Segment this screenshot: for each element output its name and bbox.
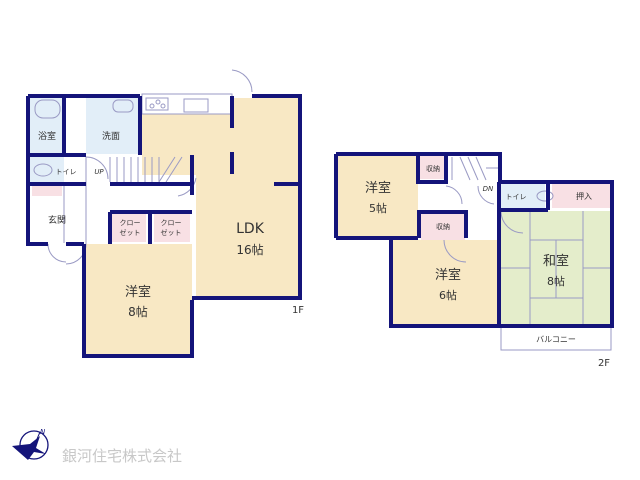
room-size-western-6: 6帖 <box>439 289 457 302</box>
burner-icon <box>155 99 161 105</box>
storage-2-fill <box>421 212 465 240</box>
thin-lines-1f <box>47 69 253 265</box>
stairs-up-label: UP <box>94 168 104 176</box>
room-label-japanese: 和室 <box>543 253 569 269</box>
room-size-japanese: 8帖 <box>547 275 565 288</box>
toilet-fill <box>30 157 64 183</box>
closet-1-label-line2: ゼット <box>120 228 141 237</box>
room-size-western-5: 5帖 <box>369 202 387 215</box>
room-label-washroom: 洗面 <box>102 130 120 142</box>
bird-icon <box>12 436 46 460</box>
compass-logo: N <box>12 428 49 460</box>
room-size-western-1f: 8帖 <box>128 304 148 319</box>
stairs-1f[interactable] <box>109 156 183 183</box>
room-label-ldk: LDK <box>236 221 265 237</box>
toilet-2f-fill <box>501 184 545 208</box>
compass-circle-icon <box>19 430 49 460</box>
storage-1-fill <box>420 155 444 179</box>
western-6-fill <box>393 240 497 324</box>
washroom-fill <box>86 98 138 154</box>
walls-2f <box>334 152 614 328</box>
closet-1-fill <box>112 214 146 242</box>
stairs-down-label: DN <box>483 185 494 193</box>
closet-2-label-line2: ゼット <box>161 228 182 237</box>
toilet-icon <box>33 163 53 177</box>
room-size-ldk: 16帖 <box>236 242 263 257</box>
burner-icon <box>160 103 166 109</box>
room-label-toilet: トイレ <box>56 168 77 176</box>
closet-1-label-line1: クロー <box>120 219 141 227</box>
closet-2-fill <box>154 214 190 242</box>
floor-2: 洋室 5帖 収納 収納 DN トイレ 押入 洋室 6帖 和室 8帖 バルコニー … <box>334 152 614 369</box>
oshiire-fill <box>552 184 610 208</box>
stairs-2f[interactable] <box>451 156 498 181</box>
room-label-oshiire: 押入 <box>576 191 592 201</box>
western-8-fill <box>84 244 192 356</box>
room-label-western-5: 洋室 <box>365 180 391 196</box>
stove-icon <box>145 97 169 111</box>
balcony-label: バルコニー <box>536 335 576 344</box>
compass-north-label: N <box>40 428 46 436</box>
floor-1: 浴室 洗面 トイレ UP 玄関 クロー ゼット クロー ゼット LDK 16帖 … <box>26 69 304 358</box>
washbasin-icon <box>112 99 134 113</box>
toilet-2f-icon <box>536 190 554 202</box>
room-label-western-6: 洋室 <box>435 267 461 283</box>
storage-2-label: 収納 <box>436 222 450 231</box>
company-name: 銀河住宅株式会社 <box>62 447 182 465</box>
bathtub-icon <box>34 99 61 119</box>
western-5-fill <box>338 155 418 237</box>
walls-1f <box>26 94 302 358</box>
closet-2-label-line1: クロー <box>161 219 182 227</box>
burner-icon <box>149 103 155 109</box>
bath-room-fill <box>30 98 64 154</box>
ldk-fill <box>196 98 300 298</box>
sink-icon <box>183 98 209 113</box>
kitchen-counter <box>141 93 233 115</box>
room-label-bath: 浴室 <box>38 130 56 142</box>
compass-needle-icon <box>33 431 41 447</box>
floor-label-1f: 1F <box>292 305 304 316</box>
room-label-entrance: 玄関 <box>48 214 66 226</box>
floor-label-2f: 2F <box>598 358 610 369</box>
room-label-western-1f: 洋室 <box>125 284 151 300</box>
shoe-box-fill <box>32 186 62 196</box>
storage-1-label: 収納 <box>426 164 440 173</box>
room-label-toilet-2f: トイレ <box>506 193 527 201</box>
